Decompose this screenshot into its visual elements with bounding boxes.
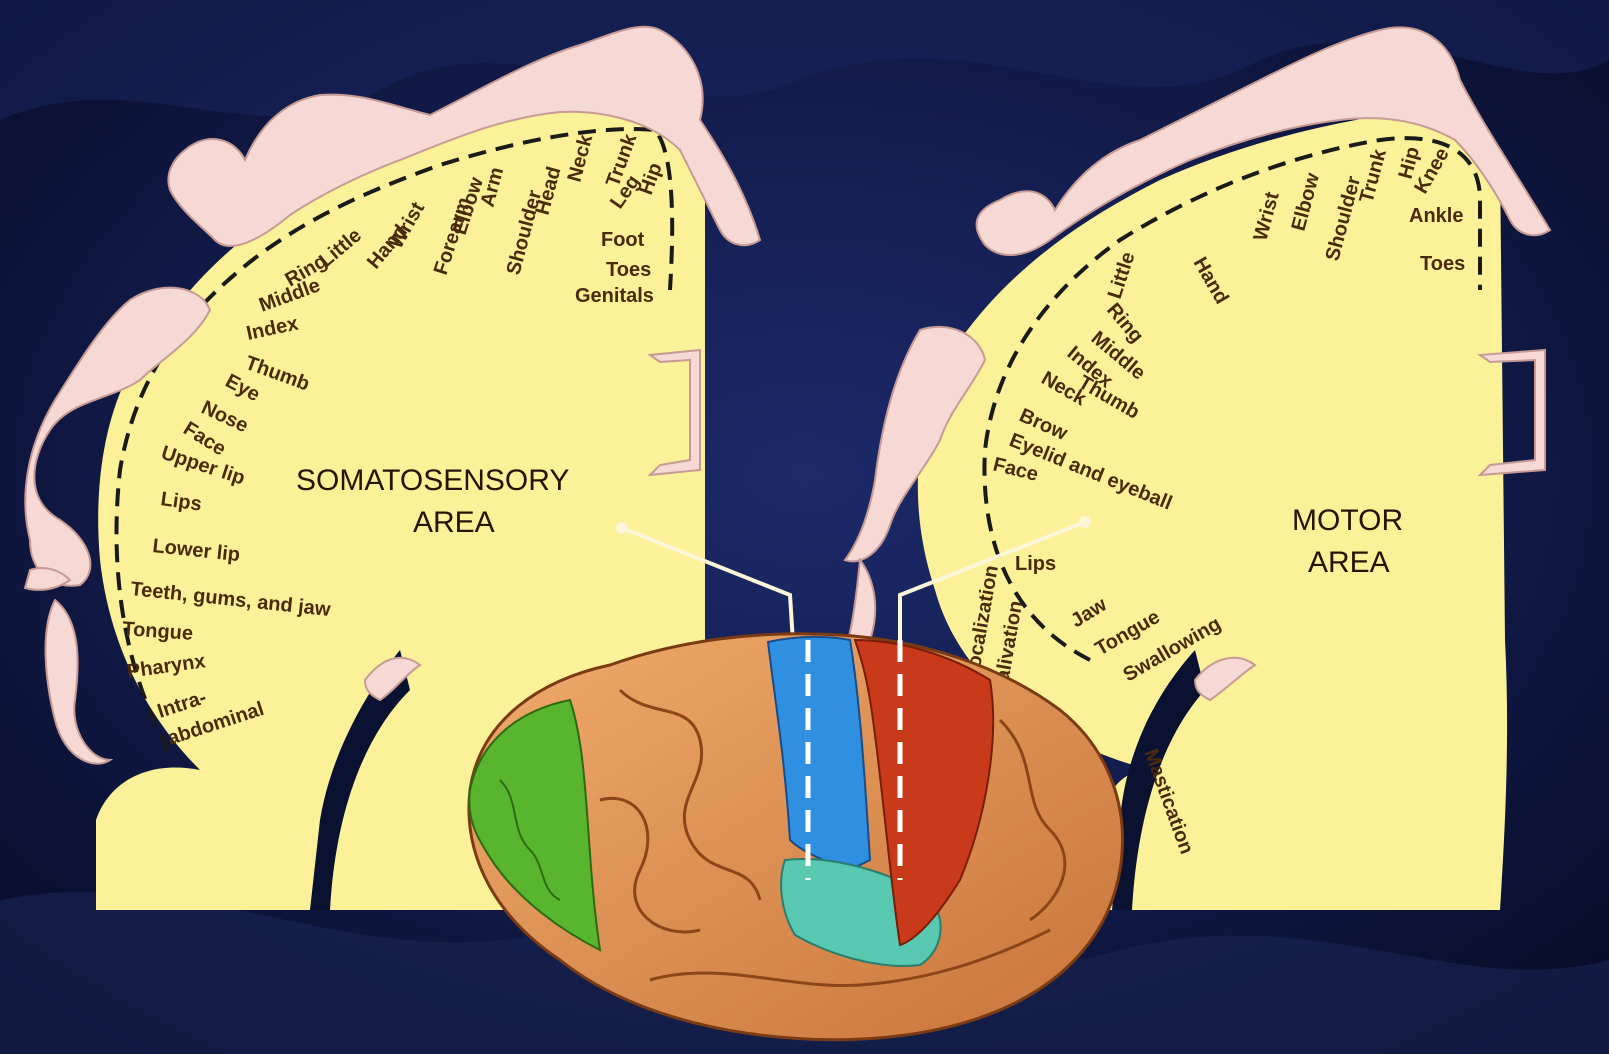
motor-pointer-dot [1079, 516, 1091, 528]
motor-title-line2: AREA [1308, 546, 1390, 579]
somatosensory-body-part-label: Foot [601, 229, 645, 251]
somatosensory-title-line1: SOMATOSENSORY [296, 464, 569, 497]
somatosensory-body-part-label: Genitals [575, 285, 654, 307]
motor-body-part-label: Lips [1015, 553, 1056, 575]
motor-body-part-label: Ankle [1409, 205, 1463, 227]
somatosensory-pointer-dot [616, 522, 628, 534]
motor-body-part-label: Toes [1420, 253, 1465, 275]
motor-title-line1: MOTOR [1292, 504, 1403, 537]
somatosensory-title-line2: AREA [413, 506, 495, 539]
somatosensory-body-part-label: Toes [606, 259, 651, 281]
